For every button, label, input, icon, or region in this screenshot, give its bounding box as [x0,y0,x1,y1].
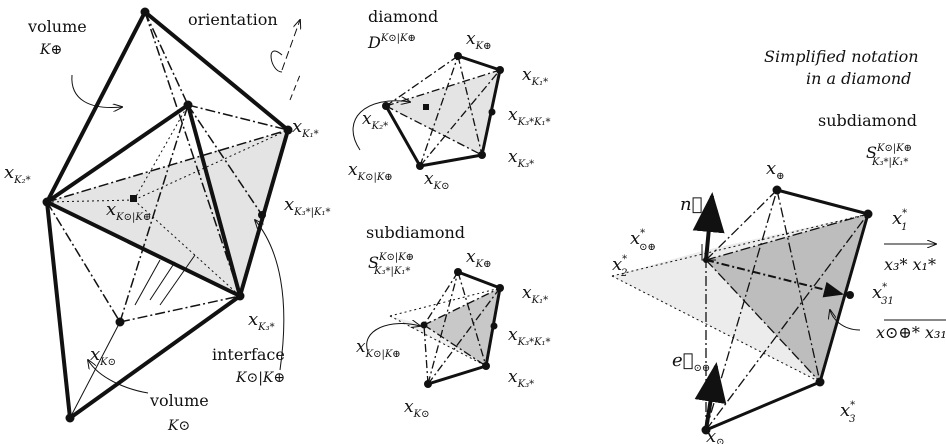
mid-top-diagram: diamond DK⊙|K⊕ xK⊕ xK₁* xK₂* xK₃*K₁* xK⊙… [348,7,551,192]
left-orientation-label: orientation [188,10,278,29]
orientation-arrow [270,50,283,73]
mid-bot-xK3: xK₃* [508,367,534,390]
right-diagram: Simplified notation in a diamond subdiam… [611,47,946,444]
mid-top-xK2: xK₂* [362,109,388,132]
mid-bot-xKo: xK⊙ [404,397,429,420]
left-xKo-label: xK⊙ [90,344,116,368]
right-x31: x*31 [872,282,894,307]
right-title: subdiamond [818,111,917,130]
right-xcp: x*⊙⊕ [630,228,656,253]
right-x3: x*3 [840,400,856,425]
mid-top-title: diamond [368,7,438,26]
left-xK31-label: xK₃*|K₁* [284,194,330,218]
mid-top-xKcp: xK⊙|K⊕ [348,160,393,183]
volume-bot-arrow [88,360,149,394]
left-xK1-label: xK₁* [292,116,319,140]
left-xK3-label: xK₃* [248,309,275,333]
left-xK2-label: xK₂* [4,162,31,186]
left-volume-top-label: volume [27,17,87,36]
mid-bot-xK1: xK₁* [522,283,548,306]
left-interface-label: interface [212,345,285,364]
left-volume-top-sym: K⊕ [39,42,62,58]
left-diagram: volume K⊕ orientation xK₂* xK₁* xK⊙|K⊕ x… [4,7,330,434]
mid-top-xK1: xK₁* [522,65,548,88]
mid-top-xK31: xK₃*K₁* [508,105,551,128]
left-xKcp-label: xK⊙|K⊕ [106,199,151,223]
right-xp: x⊕ [766,158,785,182]
right-n: n⃗⊙⊕ [680,194,719,218]
mid-bot-diagram: subdiamond SK⊙|K⊕K₃*|K₁* xK⊕ xK₁* xK⊙|K⊕… [356,223,551,420]
right-x3x1: x₃* x₁* [884,255,936,274]
mid-top-xKp: xK⊕ [466,29,491,52]
left-volume-bot-sym: K⊙ [167,418,190,434]
interface-arrow [255,220,285,371]
volume-top-arrow [71,74,122,108]
mid-bot-title: subdiamond [366,223,465,242]
right-x1: x*1 [892,208,908,233]
right-note-1: Simplified notation [764,47,919,66]
right-xo: x⊙ [706,426,725,444]
right-note-2: in a diamond [806,69,911,88]
right-x2: x*2 [612,254,628,279]
left-interface-sym: K⊙|K⊕ [235,370,285,386]
right-sym: SK⊙|K⊕K₃*|K₁* [866,143,912,168]
mid-top-sym: DK⊙|K⊕ [367,33,416,52]
mid-bot-xKcp: xK⊙|K⊕ [356,337,401,360]
mid-top-xKo: xK⊙ [424,169,449,192]
left-interface-face [47,130,288,296]
mid-bot-xK31: xK₃*K₁* [508,325,551,348]
mid-top-xK3: xK₃* [508,147,534,170]
right-e: e⃗⊙⊕ [672,350,710,374]
mid-bot-sym: SK⊙|K⊕K₃*|K₁* [368,252,414,277]
left-volume-bot-label: volume [149,391,209,410]
mid-bot-xKp: xK⊕ [466,247,491,270]
right-xcpx31: x⊙⊕* x₃₁* [876,323,946,342]
